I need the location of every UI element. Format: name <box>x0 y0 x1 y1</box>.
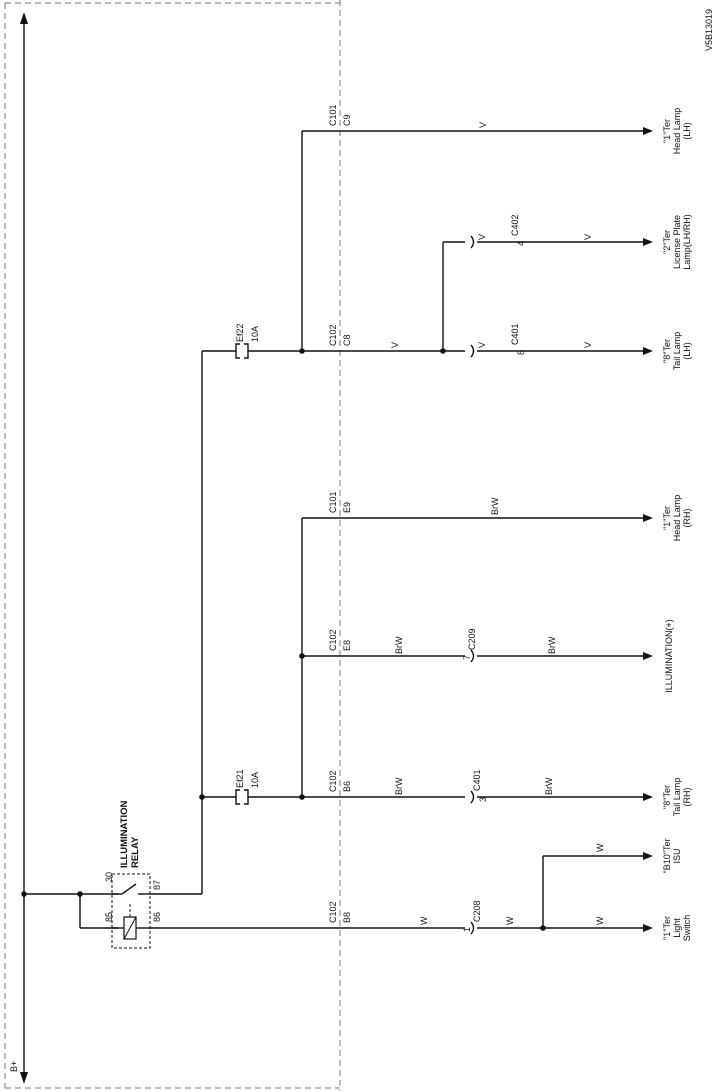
conn-c101-headlh: C101 <box>328 104 338 126</box>
pin-b6: B6 <box>342 781 352 792</box>
svg-text:Switch: Switch <box>682 915 692 942</box>
arrow-head-lh <box>643 127 653 135</box>
pin-e8: E8 <box>342 640 352 651</box>
relay-pin-85: 85 <box>104 912 114 922</box>
svg-text:"1"Ter: "1"Ter <box>662 916 672 940</box>
conn-c102-taillh: C102 <box>328 324 338 346</box>
svg-text:ILLUMINATION(+): ILLUMINATION(+) <box>664 619 674 693</box>
pin-c209-7: 7 <box>462 655 472 660</box>
wire-color-headrh: BrW <box>490 497 500 515</box>
fuse-ef22 <box>232 343 252 352</box>
relay-pin-30: 30 <box>104 872 114 882</box>
supply-label: B+ <box>9 1061 19 1072</box>
relay-pin-87: 87 <box>152 880 162 890</box>
relay-switch-contact <box>121 883 137 895</box>
wire-color-tailrh-1: BrW <box>394 777 404 795</box>
wire-color-switch-1: W <box>419 916 429 925</box>
load-light-switch: "1"Ter Light Switch <box>662 915 692 942</box>
svg-text:(LH): (LH) <box>682 122 692 140</box>
svg-text:(RH): (RH) <box>682 509 692 528</box>
pin-b8: B8 <box>342 912 352 923</box>
pin-c402-4: 4 <box>516 241 526 246</box>
relay-title-2: RELAY <box>130 836 141 868</box>
arrow-license <box>643 238 653 246</box>
fuse-ef22-name: Ef22 <box>235 323 245 342</box>
conn-c401-rh: C401 <box>472 769 482 791</box>
pin-c9: C9 <box>342 114 352 126</box>
pin-c208-1: 1 <box>462 927 472 932</box>
wire-color-headlh: V <box>478 122 488 128</box>
conn-c102-switch: C102 <box>328 901 338 923</box>
fuse-ef21 <box>232 789 252 798</box>
wire-color-illum-1: BrW <box>394 636 404 654</box>
wire-color-switch-2: W <box>505 916 515 925</box>
pin-c401-8: 8 <box>516 350 526 355</box>
svg-text:Lamp(LH/RH): Lamp(LH/RH) <box>682 214 692 270</box>
load-tail-lamp-lh: "8"Ter Tail Lamp (LH) <box>662 332 692 371</box>
svg-text:ISU: ISU <box>672 848 682 863</box>
arrow-tail-lh <box>643 347 653 355</box>
load-tail-lamp-rh: "8"Ter Tail Lamp (RH) <box>662 778 692 817</box>
load-illumination: ILLUMINATION(+) <box>664 619 674 693</box>
wire-color-taillh-3: V <box>583 342 593 348</box>
wire-color-isu: W <box>595 843 605 852</box>
svg-text:"8"Ter: "8"Ter <box>662 785 672 809</box>
conn-c401-lh: C401 <box>510 323 520 345</box>
arrow-illumination <box>643 652 653 660</box>
load-isu: "B10"Ter ISU <box>662 839 682 874</box>
fuse-ef21-name: Ef21 <box>235 769 245 788</box>
bus-arrow-top <box>20 12 28 24</box>
wire-color-license-1: V <box>477 234 487 240</box>
conn-c208: C208 <box>472 900 482 922</box>
svg-text:"8"Ter: "8"Ter <box>662 339 672 363</box>
svg-text:"1"Ter: "1"Ter <box>662 506 672 530</box>
conn-c101-headrh: C101 <box>328 491 338 513</box>
fuse-ef21-rating: 10A <box>250 772 260 788</box>
svg-text:Tail Lamp: Tail Lamp <box>672 332 682 371</box>
conn-c402: C402 <box>510 214 520 236</box>
wire-color-license-2: V <box>583 234 593 240</box>
wire-color-taillh-1: V <box>390 342 400 348</box>
svg-text:Head Lamp: Head Lamp <box>672 108 682 155</box>
svg-text:License Plate: License Plate <box>672 215 682 269</box>
wire-color-tailrh-2: BrW <box>544 777 554 795</box>
relay-pin-86: 86 <box>152 912 162 922</box>
load-license-plate: "2"Ter License Plate Lamp(LH/RH) <box>662 214 692 270</box>
pin-e9: E9 <box>342 502 352 513</box>
svg-text:Tail Lamp: Tail Lamp <box>672 778 682 817</box>
svg-text:(LH): (LH) <box>682 342 692 360</box>
load-head-lamp-rh: "1"Ter Head Lamp (RH) <box>662 495 692 542</box>
svg-text:Head Lamp: Head Lamp <box>672 495 682 542</box>
pin-c8: C8 <box>342 334 352 346</box>
conn-c102-tailrh: C102 <box>328 770 338 792</box>
svg-text:Light: Light <box>672 918 682 938</box>
load-head-lamp-lh: "1"Ter Head Lamp (LH) <box>662 108 692 155</box>
wire-color-switch-3: W <box>595 916 605 925</box>
relay-title-1: ILLUMINATION <box>119 800 130 868</box>
conn-c102-illum: C102 <box>328 629 338 651</box>
pin-c401-3: 3 <box>478 797 488 802</box>
conn-c209: C209 <box>467 628 477 650</box>
svg-text:(RH): (RH) <box>682 788 692 807</box>
arrow-head-rh <box>643 514 653 522</box>
arrow-light-switch <box>643 924 653 932</box>
wire-color-illum-2: BrW <box>547 636 557 654</box>
wire-color-taillh-2: V <box>477 342 487 348</box>
illumination-relay <box>111 873 151 949</box>
relay-coil-diagonal <box>123 916 137 940</box>
bus-arrow-bottom <box>20 1072 28 1084</box>
svg-text:"1"Ter: "1"Ter <box>662 119 672 143</box>
diagram-id: V5B13019 <box>704 9 714 51</box>
arrow-tail-rh <box>643 793 653 801</box>
svg-text:"2"Ter: "2"Ter <box>662 230 672 254</box>
fuse-ef22-rating: 10A <box>250 326 260 342</box>
arrow-isu <box>643 852 653 860</box>
svg-text:"B10"Ter: "B10"Ter <box>662 839 672 874</box>
